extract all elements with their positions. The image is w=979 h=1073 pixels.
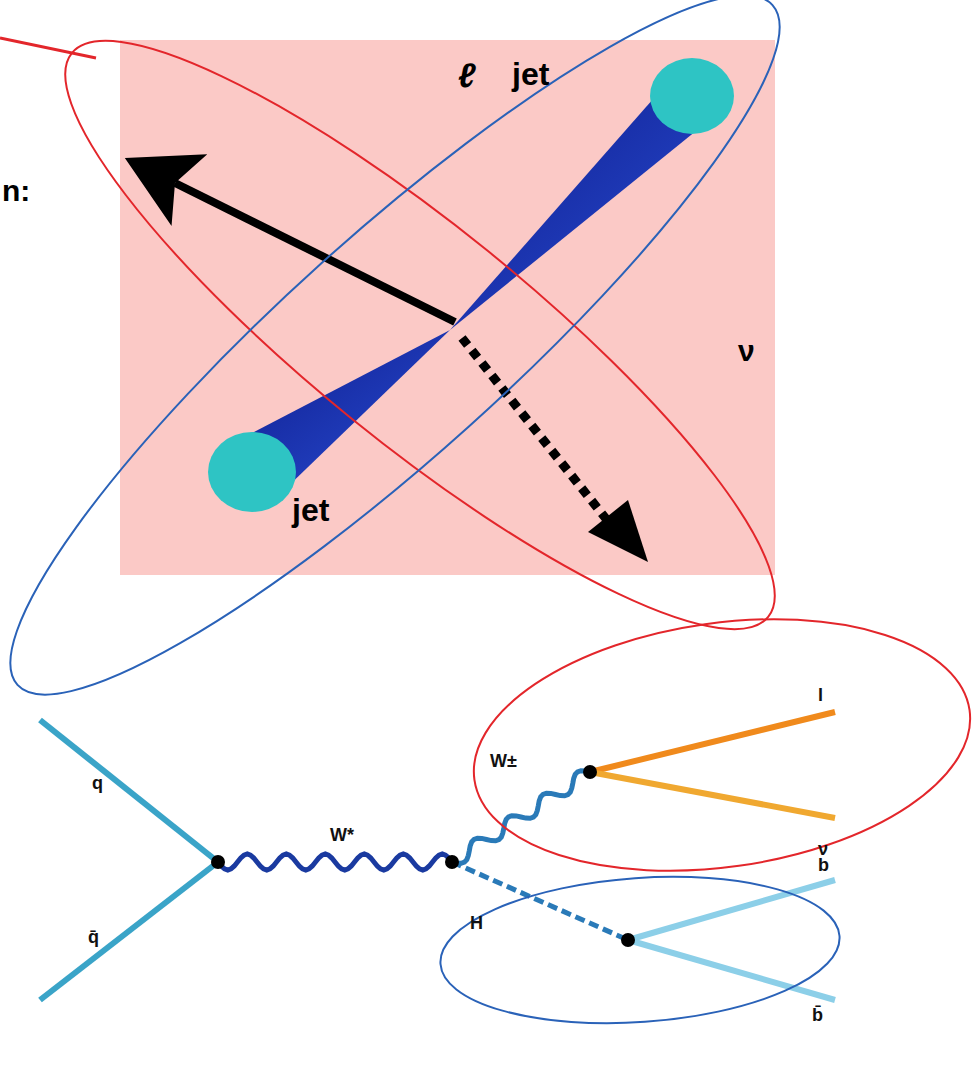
- neutrino-arrowhead: [588, 500, 648, 562]
- virtual-w-boson: [218, 854, 452, 870]
- lepton-arrow: [175, 183, 455, 322]
- lepton-group-ellipse: [4, 0, 836, 701]
- particle-label: b: [818, 856, 829, 874]
- cut-text: n:: [2, 176, 30, 206]
- particle-label: q̄: [88, 928, 99, 946]
- particle-label: l: [818, 686, 823, 704]
- vertex: [211, 855, 225, 869]
- background-panel: [120, 40, 775, 575]
- anti-b-quark-line: [628, 940, 835, 1000]
- higgs-decay-ellipse: [435, 864, 844, 1036]
- jet-cap: [208, 432, 296, 512]
- particle-label: b̄: [812, 1006, 823, 1024]
- particle-label: ℓ: [458, 58, 476, 92]
- neutrino-line: [590, 772, 835, 818]
- particle-label: H: [470, 914, 483, 932]
- particle-label: W*: [330, 826, 354, 844]
- w-decay-ellipse: [457, 589, 979, 900]
- jet-label: jet: [512, 58, 549, 90]
- jet-group-ellipse: [0, 0, 846, 767]
- higgs-line: [452, 862, 628, 940]
- particle-label: ν: [738, 336, 755, 366]
- neutrino-arrow: [462, 338, 615, 530]
- vertex: [445, 855, 459, 869]
- particle-label: W±: [490, 752, 517, 770]
- particle-label: q: [92, 774, 103, 792]
- antiquark-line: [40, 862, 218, 1000]
- vertex: [583, 765, 597, 779]
- pointer-line: [0, 38, 96, 58]
- quark-line: [40, 720, 218, 862]
- w-boson: [452, 771, 590, 864]
- lepton-line: [590, 712, 835, 772]
- b-quark-line: [628, 880, 835, 940]
- jet-cap: [650, 58, 734, 134]
- vertex: [621, 933, 635, 947]
- jet-label: jet: [292, 494, 329, 526]
